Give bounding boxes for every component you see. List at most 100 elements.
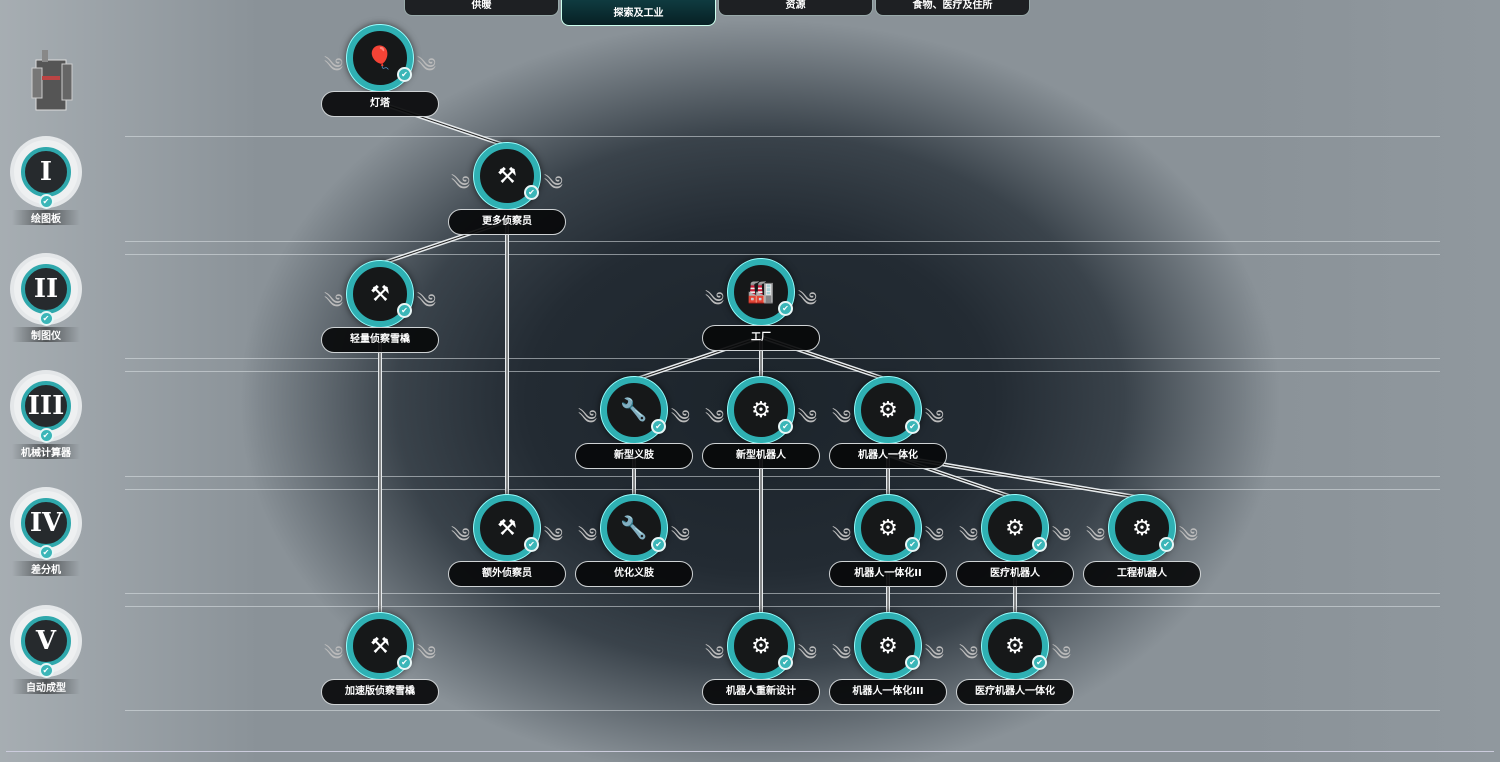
tier-label: 机械计算器 [12,444,80,459]
check-icon: ✔ [524,185,539,200]
tab-food-health-shelter[interactable]: 食物、医疗及住所 [875,0,1030,16]
tech-node-label: 工厂 [702,325,820,351]
ornament-icon: ༄ [416,53,436,77]
check-icon: ✔ [651,537,666,552]
check-icon: ✔ [905,655,920,670]
tech-node-label: 机器人一体化II [829,561,947,587]
tier-5[interactable]: V ✔ 自动成型 [12,609,80,694]
check-icon: ✔ [524,537,539,552]
tech-node-label: 更多侦察员 [448,209,566,235]
tier-divider [125,489,1440,490]
tier-divider [125,593,1440,594]
tech-node-label: 医疗机器人一体化 [956,679,1074,705]
ornament-icon: ༄ [797,287,817,311]
tier-divider [125,371,1440,372]
ornament-icon: ༄ [670,523,690,547]
tech-node-extra-scouts[interactable]: ༄ ༄ ⚒ ✔ 额外侦察员 [447,495,567,595]
check-icon: ✔ [1032,537,1047,552]
ornament-icon: ༄ [797,641,817,665]
check-icon: ✔ [38,194,54,209]
tech-node-lighthouse[interactable]: ༄ ༄ 🎈 ✔ 灯塔 [320,25,440,125]
tier-divider [125,476,1440,477]
tech-node-label: 医疗机器人 [956,561,1074,587]
tech-node-label: 灯塔 [321,91,439,117]
check-icon: ✔ [651,419,666,434]
tech-node-new-prosthetics[interactable]: ༄ ༄ 🔧 ✔ 新型义肢 [574,377,694,477]
ornament-icon: ༄ [324,53,344,77]
tier-divider [125,241,1440,242]
tech-node-more-scouts[interactable]: ༄ ༄ ⚒ ✔ 更多侦察员 [447,143,567,243]
tier-divider [125,136,1440,137]
tech-node-automaton-integration-2[interactable]: ༄ ༄ ⚙ ✔ 机器人一体化II [828,495,948,595]
tier-divider [125,606,1440,607]
tech-node-new-automaton[interactable]: ༄ ༄ ⚙ ✔ 新型机器人 [701,377,821,477]
tech-node-light-sledge[interactable]: ༄ ༄ ⚒ ✔ 轻量侦察雪橇 [320,261,440,361]
bottom-frame [6,751,1494,752]
tab-exploration-industry[interactable]: 探索及工业 [561,0,716,26]
ornament-icon: ༄ [324,641,344,665]
tab-heating[interactable]: 供暖 [404,0,559,16]
tech-node-label: 机器人一体化 [829,443,947,469]
check-icon: ✔ [38,545,54,560]
tier-divider [125,710,1440,711]
ornament-icon: ༄ [959,641,979,665]
ornament-icon: ༄ [924,641,944,665]
tech-node-label: 机器人一体化III [829,679,947,705]
check-icon: ✔ [778,301,793,316]
tech-node-fast-sledge[interactable]: ༄ ༄ ⚒ ✔ 加速版侦察雪橇 [320,613,440,713]
ornament-icon: ༄ [543,523,563,547]
tech-node-better-prosthetics[interactable]: ༄ ༄ 🔧 ✔ 优化义肢 [574,495,694,595]
tier-label: 绘图板 [12,210,80,225]
ornament-icon: ༄ [924,405,944,429]
tier-label: 自动成型 [12,679,80,694]
tech-node-medical-automaton-integration[interactable]: ༄ ༄ ⚙ ✔ 医疗机器人一体化 [955,613,1075,713]
scout-arrow-icon[interactable]: ⚒ [347,613,413,679]
tab-resources[interactable]: 资源 [718,0,873,16]
tier-numeral: III [21,381,71,431]
check-icon: ✔ [905,419,920,434]
ornament-icon: ༄ [1051,523,1071,547]
tech-node-automaton-integration[interactable]: ༄ ༄ ⚙ ✔ 机器人一体化 [828,377,948,477]
ornament-icon: ༄ [416,641,436,665]
tech-node-label: 额外侦察员 [448,561,566,587]
tier-divider [125,254,1440,255]
ornament-icon: ༄ [797,405,817,429]
scout-plus-icon[interactable]: ⚒ [474,495,540,561]
check-icon: ✔ [778,419,793,434]
check-icon: ✔ [38,428,54,443]
ornament-icon: ༄ [705,641,725,665]
tech-node-engineering-automaton[interactable]: ༄ ༄ ⚙ ✔ 工程机器人 [1082,495,1202,595]
tier-4[interactable]: IV ✔ 差分机 [12,491,80,576]
check-icon: ✔ [397,303,412,318]
check-icon: ✔ [1032,655,1047,670]
tech-node-automaton-redesign[interactable]: ༄ ༄ ⚙ ✔ 机器人重新设计 [701,613,821,713]
ornament-icon: ༄ [1178,523,1198,547]
gear-icon: III [14,374,78,438]
tier-1[interactable]: I ✔ 绘图板 [12,140,80,225]
ornament-icon: ༄ [543,171,563,195]
ornament-icon: ༄ [451,171,471,195]
tier-label: 差分机 [12,561,80,576]
tech-node-factory[interactable]: ༄ ༄ 🏭 ✔ 工厂 [701,259,821,359]
check-icon: ✔ [397,655,412,670]
automaton-icon[interactable]: ⚙ [855,377,921,443]
tech-node-label: 工程机器人 [1083,561,1201,587]
check-icon: ✔ [397,67,412,82]
ornament-icon: ༄ [832,523,852,547]
tech-node-medical-automaton[interactable]: ༄ ༄ ⚙ ✔ 医疗机器人 [955,495,1075,595]
tier-divider [125,358,1440,359]
check-icon: ✔ [778,655,793,670]
ornament-icon: ༄ [1051,641,1071,665]
tier-3[interactable]: III ✔ 机械计算器 [12,374,80,459]
automaton-icon[interactable]: ⚙ [855,495,921,561]
ornament-icon: ༄ [959,523,979,547]
ornament-icon: ༄ [324,289,344,313]
ornament-icon: ༄ [416,289,436,313]
tech-node-label: 优化义肢 [575,561,693,587]
tech-node-automaton-integration-3[interactable]: ༄ ༄ ⚙ ✔ 机器人一体化III [828,613,948,713]
tier-2[interactable]: II ✔ 制图仪 [12,257,80,342]
ornament-icon: ༄ [451,523,471,547]
check-icon: ✔ [1159,537,1174,552]
check-icon: ✔ [38,311,54,326]
prosthetic-icon[interactable]: 🔧 [601,495,667,561]
